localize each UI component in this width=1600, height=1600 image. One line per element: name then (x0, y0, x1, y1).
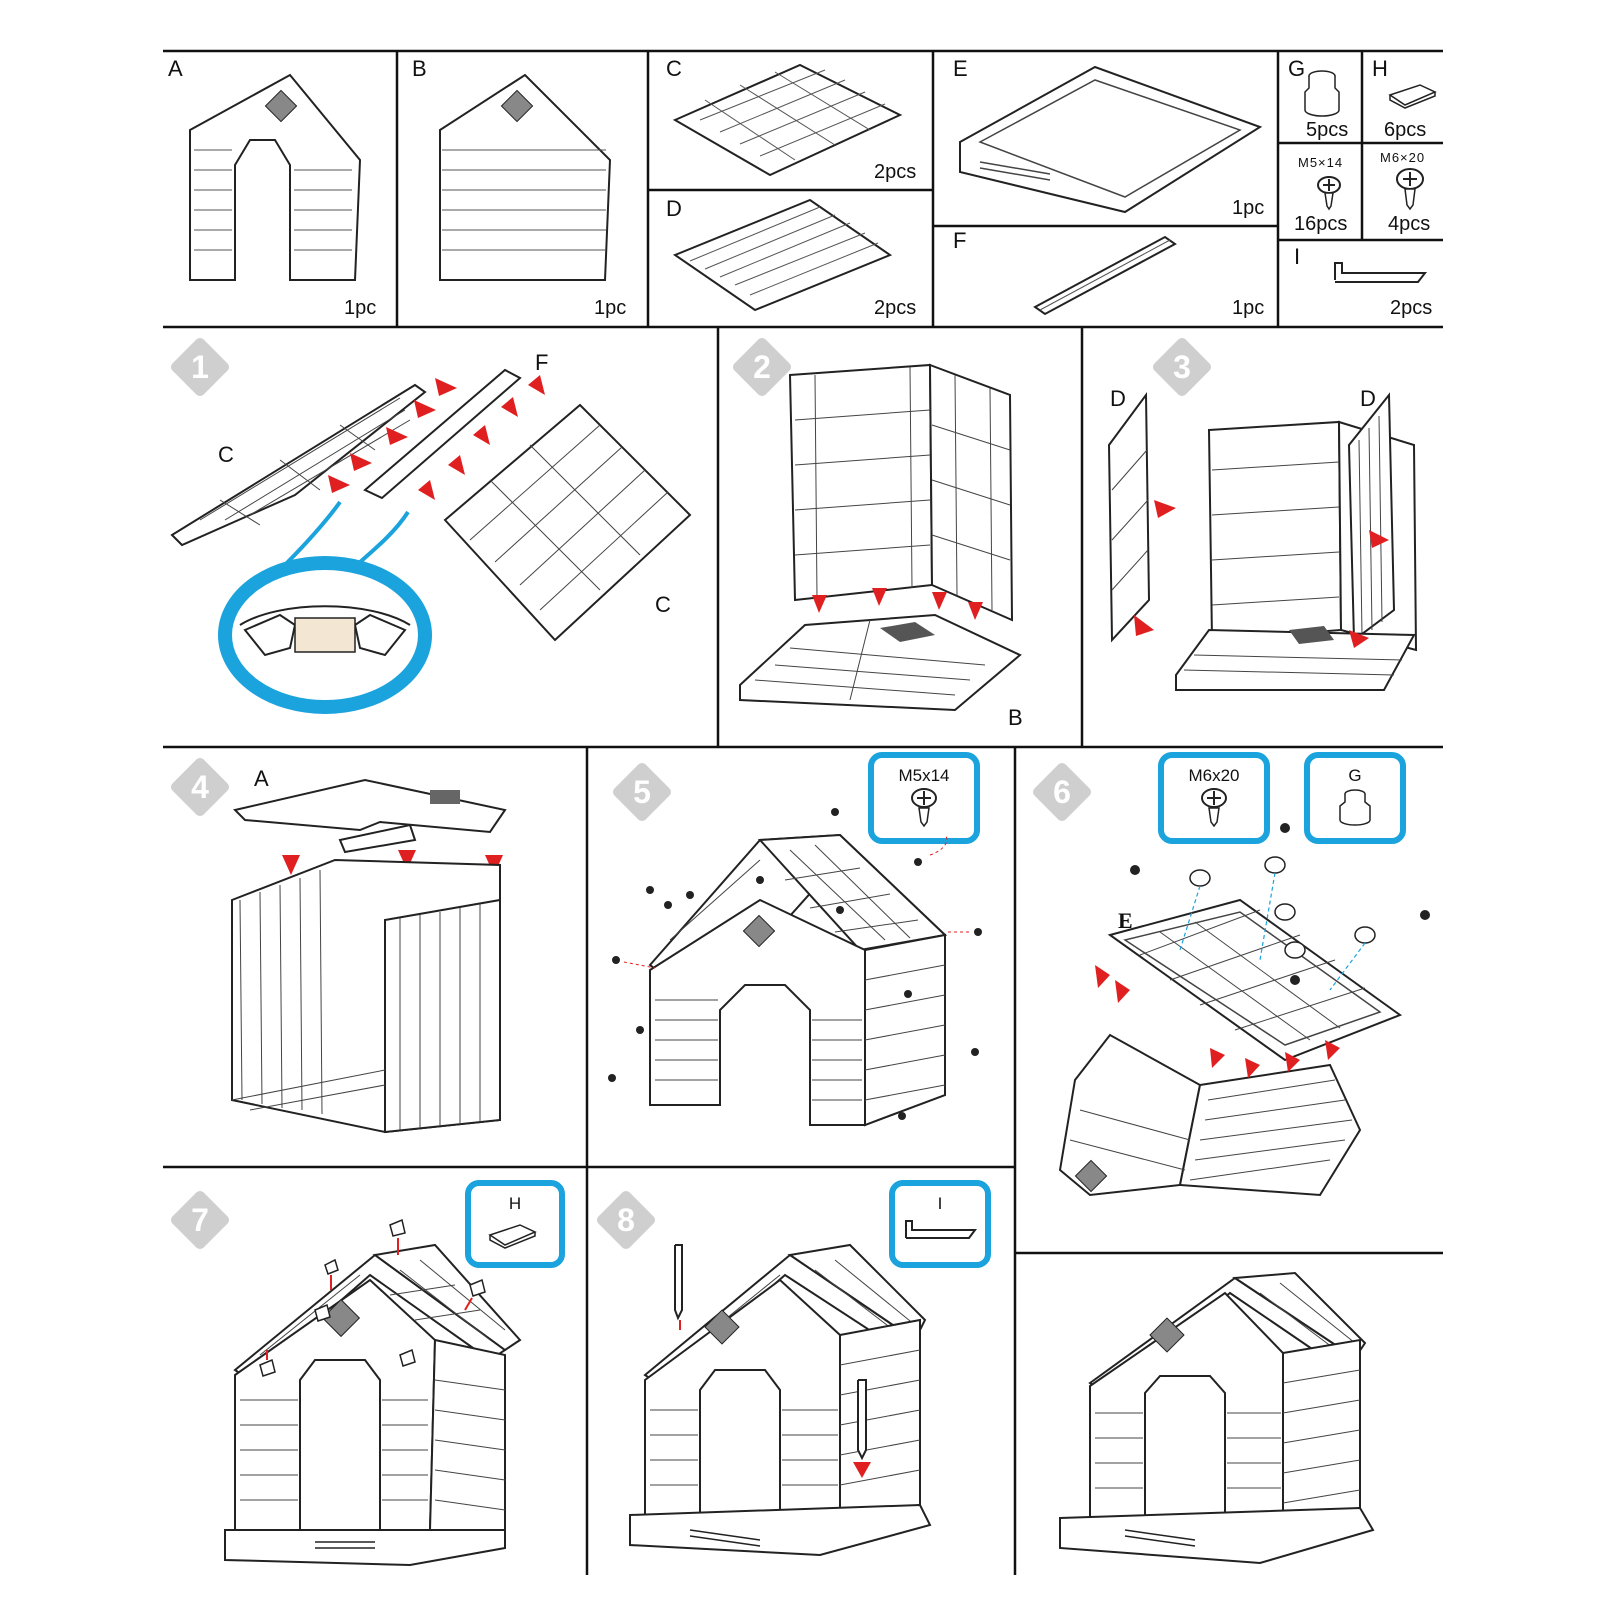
step-8-callout-label: I (937, 1194, 943, 1213)
part-e-letter: E (953, 56, 968, 81)
stake-icon (905, 1220, 977, 1239)
step-4-badge: 4 (168, 755, 232, 819)
step-6-illustration (1058, 823, 1430, 1197)
part-c-qty: 2pcs (874, 161, 917, 183)
step-6-callout-screw-label: M6x20 (1188, 766, 1240, 785)
part-a-front-wall (189, 73, 362, 281)
step-2-label-base: B (1008, 705, 1023, 730)
screw-large-qty: 4pcs (1388, 213, 1431, 235)
part-i-letter: I (1294, 244, 1301, 269)
part-h-letter: H (1372, 56, 1388, 81)
step-3-illustration (1107, 392, 1418, 691)
step-7-callout: H (465, 1180, 565, 1268)
part-b-letter: B (412, 56, 427, 81)
screw-small-size: M5×14 (1298, 155, 1344, 170)
step-2-badge: 2 (730, 335, 794, 399)
step-5-badge: 5 (610, 760, 674, 824)
screw-small-icon (1317, 176, 1341, 211)
step-3-label-panel-left: D (1110, 386, 1126, 411)
part-b-back-wall (439, 73, 612, 281)
part-a-qty: 1pc (344, 297, 377, 319)
step-1-label-roof-right: C (655, 592, 671, 617)
step-1-label-ridge: F (535, 350, 549, 375)
screw-small-qty: 16pcs (1294, 213, 1348, 235)
step-1-badge: 1 (168, 335, 232, 399)
step-1-label-roof-left: C (218, 442, 234, 467)
step-3-badge: 3 (1150, 335, 1214, 399)
step-8-badge: 8 (594, 1188, 658, 1252)
clip-icon (488, 1224, 537, 1249)
step-7-illustration (224, 1218, 522, 1567)
part-i-qty: 2pcs (1390, 297, 1433, 319)
step-6-badge: 6 (1030, 760, 1094, 824)
step-2-illustration (739, 363, 1022, 712)
step-5-illustration (608, 808, 982, 1127)
part-i-stake-icon (1334, 262, 1428, 283)
step-4-illustration (231, 778, 507, 1134)
part-f-qty: 1pc (1232, 297, 1265, 319)
step-3-label-panel-right: D (1360, 386, 1376, 411)
step-5-callout-label: M5x14 (898, 766, 950, 785)
step-4-label-front: A (254, 766, 269, 791)
screw-large-size: M6×20 (1380, 150, 1426, 165)
part-f-letter: F (953, 228, 967, 253)
step-7-badge: 7 (168, 1188, 232, 1252)
part-c-letter: C (666, 56, 682, 81)
part-a-letter: A (168, 56, 183, 81)
screw-icon (1201, 788, 1227, 828)
part-d-side-panel (672, 198, 893, 312)
part-g-cap-icon (1304, 70, 1340, 117)
step-1-illustration (170, 368, 692, 714)
step-6-callout-screw: M6x20 (1158, 752, 1270, 844)
part-h-clip-icon (1388, 84, 1437, 109)
part-g-letter: G (1288, 56, 1306, 81)
part-e-qty: 1pc (1232, 197, 1265, 219)
screw-icon (911, 788, 937, 828)
step-6-label-floor: E (1118, 908, 1133, 933)
part-h-qty: 6pcs (1384, 119, 1427, 141)
part-d-qty: 2pcs (874, 297, 917, 319)
step-5-callout: M5x14 (868, 752, 980, 844)
part-d-letter: D (666, 196, 682, 221)
step-8-illustration (629, 1243, 932, 1557)
cap-icon (1339, 789, 1371, 826)
step-8-callout: I (889, 1180, 991, 1268)
screw-large-icon (1396, 168, 1424, 211)
step-6-callout-cap: G (1304, 752, 1406, 844)
step-6-callout-cap-label: G (1348, 766, 1362, 785)
final-assembled-doghouse (1059, 1271, 1375, 1565)
step-7-callout-label: H (508, 1194, 522, 1213)
part-c-roof-panel (672, 63, 903, 177)
part-g-qty: 5pcs (1306, 119, 1349, 141)
part-e-floor-base (959, 65, 1263, 214)
part-b-qty: 1pc (594, 297, 627, 319)
part-f-ridge-cap (1033, 235, 1177, 316)
